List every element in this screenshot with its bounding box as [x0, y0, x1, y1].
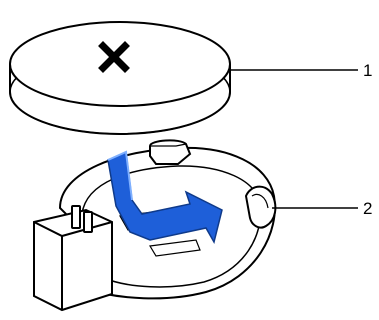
callout-2: 2 [272, 199, 372, 218]
callout-2-number: 2 [363, 199, 372, 218]
callout-1-number: 1 [363, 61, 372, 80]
coin-cell-battery [10, 22, 230, 134]
callout-1: 1 [230, 61, 372, 80]
battery-connector [34, 206, 112, 310]
